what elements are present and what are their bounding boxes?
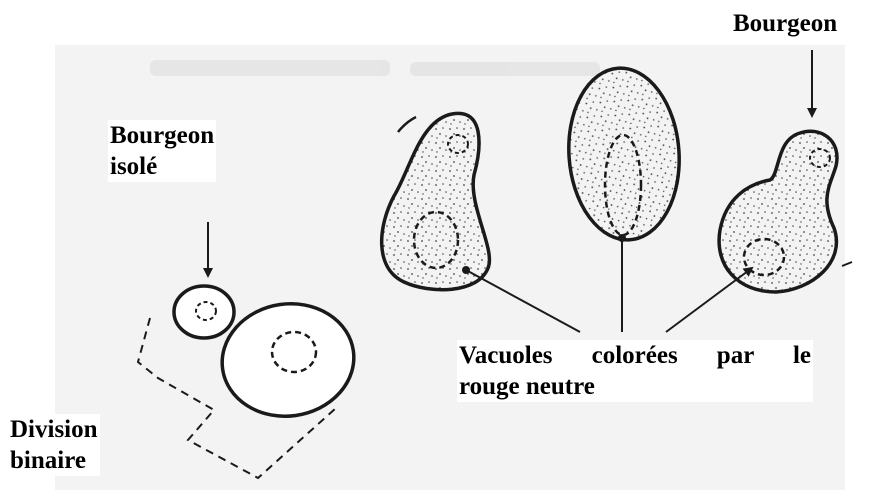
label-bourgeon: Bourgeon: [731, 8, 839, 39]
vacuole-pointer-left-dot: [462, 266, 470, 274]
label-bourgeon-isole-line1: Bourgeon: [110, 120, 214, 151]
label-bourgeon-text: Bourgeon: [733, 8, 837, 39]
label-vacuoles: Vacuoles colorées par le rouge neutre: [457, 340, 813, 402]
label-bourgeon-isole-line2: isolé: [110, 151, 214, 182]
label-vacuoles-line2: rouge neutre: [459, 371, 811, 402]
label-division-binaire: Division binaire: [8, 414, 100, 476]
isolated-bud-cell: [174, 286, 234, 338]
label-vacuoles-line1: Vacuoles colorées par le: [459, 340, 811, 371]
label-division-binaire-line1: Division: [10, 414, 98, 445]
label-bourgeon-isole: Bourgeon isolé: [108, 120, 216, 182]
scan-bleedthrough: [150, 60, 600, 76]
label-division-binaire-line2: binaire: [10, 445, 98, 476]
vacuole-pointer-middle-dot: [618, 234, 626, 242]
